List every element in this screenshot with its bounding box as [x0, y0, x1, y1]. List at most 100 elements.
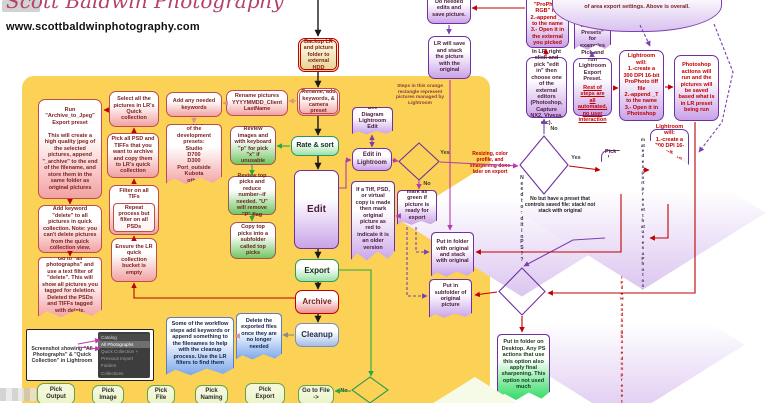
desktop-folder-note: Put in folder on Desktop. Any PS actions…: [497, 334, 550, 400]
rename-pictures-label: Rename pictures YYYYMMDD_Client LastName: [231, 93, 283, 113]
filter-all-tifs-inner: Repeat process but filter on all PSDs: [113, 202, 155, 233]
backup-hdd: Backup LR and picture folder to external…: [298, 38, 339, 72]
edit-main-label: Edit: [307, 203, 326, 215]
rename-add-keywords: Rename, add keywords, & camera preset: [297, 88, 340, 116]
ps-actions-run-label: Photoshop actions will run and the pictu…: [678, 62, 715, 114]
pick-naming: Pick Naming: [195, 385, 228, 403]
do-edits-save: Do needed edits and save picture.: [427, 0, 471, 24]
pick-file-label: Pick File: [154, 387, 168, 401]
screenshot-caption: Screenshot showing "All Photographs" & "…: [31, 345, 93, 365]
lr-edit-in: In LR, right click and pick "edit in" th…: [526, 49, 567, 126]
see-diagram-lr-edit-label: See Diagram Lightroom Edit: [358, 105, 387, 131]
mark-as-green-label: mark as green if picture is ready for ex…: [404, 188, 430, 221]
logo-backdrop: [2, 0, 40, 12]
review-images: Review images and with keyboard "p" for …: [230, 126, 276, 165]
rate-sort: Rate & sort: [291, 136, 339, 156]
put-folder-with-original: Put in folder with original and stack wi…: [431, 232, 474, 277]
need-edit-in-ps-label: Need to edit in PS??: [520, 174, 524, 264]
pick-image-label: Pick Image: [99, 387, 117, 401]
edit-in-lightroom-label: Edit in Lightroom: [357, 152, 387, 166]
do-edits-save-label: Do needed edits and save picture.: [432, 0, 466, 18]
lr-edit-in-label: In LR, right click and pick "edit in" th…: [530, 48, 563, 126]
batch-apply-presets-label: Batch apply one of the development prese…: [172, 119, 216, 184]
pick-run-export-preset-note: Rest of steps are all automated, no user…: [577, 84, 608, 124]
logo: Scott Baldwin Photography: [6, 0, 284, 20]
pick-run-export-preset: Pick and run Lightroom Export Preset.Res…: [573, 50, 612, 123]
put-in-subfolder-label: Put in subfolder of original picture: [434, 283, 467, 309]
batch-apply-presets: Batch apply one of the development prese…: [166, 124, 222, 185]
backup-hdd-label: Backup LR and picture folder to external…: [303, 38, 334, 71]
panel-item: Folders: [101, 363, 117, 369]
see-diagram-lr-edit: See Diagram Lightroom Edit: [352, 107, 393, 135]
pick-export-label: Pick Export: [255, 386, 275, 400]
delete-exported-note-label: Delete the exported files once they are …: [241, 317, 277, 350]
add-needed-keywords-label: Add any needed keywords: [172, 98, 216, 111]
ensure-bucket-empty-label: Ensure the LR quick collection bucket is…: [115, 243, 153, 276]
pick-psd-tiffs: Pick all PSD and TIFFs that you want to …: [107, 133, 159, 178]
tiff-file-handling-label: Tiff File Handling based on preset in LR: [620, 268, 624, 403]
copy-top-picks-label: Copy top picks into a subfolder called t…: [237, 224, 269, 257]
site-url: www.scottbaldwinphotography.com: [6, 21, 200, 33]
archive-main-label: Archive: [302, 297, 332, 307]
logo-script-text: Scott Baldwin Photography: [6, 0, 284, 13]
pick-export: Pick Export: [245, 383, 285, 403]
no-droplet-note: No but have a preset that controls saved…: [524, 196, 596, 214]
no-droplet: No: [550, 126, 558, 132]
filter-all-tifs-label: Filter on all TIFs: [119, 187, 149, 201]
workflow-cleanup-note-label: Some of the workflow steps add keywords …: [170, 321, 230, 367]
goto-all-photographs-label: Go to "all photographs" and use a text f…: [42, 255, 98, 314]
review-images-label: Review images and with keyboard "p" for …: [234, 126, 272, 165]
export-settings-cloud-label: of area export settings. Above is overal…: [584, 4, 690, 10]
select-all-quick-label: Select all the pictures in LR's Quick co…: [113, 96, 155, 122]
export-main-label: Export: [304, 265, 330, 275]
lr-save-stack-label: LR will save and stack the picture with …: [433, 41, 466, 74]
pick-file: Pick File: [147, 385, 175, 403]
pick-output-label: Pick Output: [46, 386, 66, 400]
panel-item: Collections: [101, 370, 124, 376]
panel-item: Catalog: [98, 334, 150, 342]
pick-naming-label: Pick Naming: [200, 387, 223, 401]
rename-add-keywords-label: Rename, add keywords, & camera preset: [301, 89, 336, 115]
no-use-export: No: [340, 388, 348, 394]
put-in-subfolder: Put in subfolder of original picture: [429, 279, 472, 318]
panel-item: Previous Import: [101, 356, 134, 362]
review-top-picks: Review top picks and reduce number--if n…: [228, 172, 276, 218]
cleanup-main: Cleanup: [295, 323, 339, 347]
lightroom-screenshot-note: Screenshot showing "All Photographs" & "…: [26, 329, 154, 381]
add-keyword-delete-label: Add keyword "delete" to all pictures in …: [42, 206, 98, 252]
pick-run-export-preset-label: Pick and run Lightroom Export Preset.: [578, 50, 607, 83]
lr-will-external: Lightroom will: 1.-create a 300 DPI 16-b…: [619, 50, 664, 121]
lr-save-stack: LR will save and stack the picture with …: [428, 36, 471, 79]
review-top-picks-label: Review top picks and reduce number--if n…: [236, 172, 268, 218]
edit-in-lightroom: Edit in Lightroom: [352, 148, 392, 171]
goto-file-menu: Go to File ->: [298, 385, 334, 403]
tiff-psd-copy-note: If a Tiff, PSD, or virtual copy is made …: [351, 181, 395, 261]
resize-note: Resizing, color profile, and sharpening …: [469, 151, 511, 175]
yes-edit-ps: Yes: [440, 150, 450, 156]
ensure-bucket-empty: Ensure the LR quick collection bucket is…: [111, 238, 157, 282]
delete-exported-note: Delete the exported files once they are …: [236, 313, 282, 360]
edit-main: Edit: [294, 170, 339, 249]
copy-top-picks: Copy top picks into a subfolder called t…: [230, 222, 276, 259]
rate-sort-label: Rate & sort: [296, 141, 334, 149]
tiff-psd-copy-note-label: If a Tiff, PSD, or virtual copy is made …: [355, 186, 391, 251]
add-keyword-delete: Add keyword "delete" to all pictures in …: [38, 205, 102, 253]
workflow-cleanup-note: Some of the workflow steps add keywords …: [166, 317, 234, 376]
desktop-folder-note-label: Put in folder on Desktop. Any PS actions…: [501, 339, 546, 391]
export-main: Export: [295, 259, 339, 282]
run-archive-preset: Run "Archive_to_Jpeg" Export preset This…: [38, 99, 102, 199]
mark-as-green: mark as green if picture is ready for ex…: [397, 188, 437, 225]
ps-actions-run: Photoshop actions will run and the pictu…: [674, 55, 719, 121]
rename-pictures: Rename pictures YYYYMMDD_Client LastName: [226, 90, 288, 116]
cleanup-main-label: Cleanup: [301, 330, 333, 340]
goto-file-menu-label: Go to File ->: [302, 387, 330, 401]
pick-output: Pick Output: [37, 383, 75, 403]
goto-all-photographs: Go to "all photographs" and use a text f…: [38, 255, 102, 318]
pick-image: Pick Image: [92, 385, 124, 403]
panel-item: All Photographs: [98, 341, 150, 349]
orange-region-note: Steps in this orange rectangle represent…: [396, 84, 444, 106]
archive-main: Archive: [295, 290, 339, 314]
